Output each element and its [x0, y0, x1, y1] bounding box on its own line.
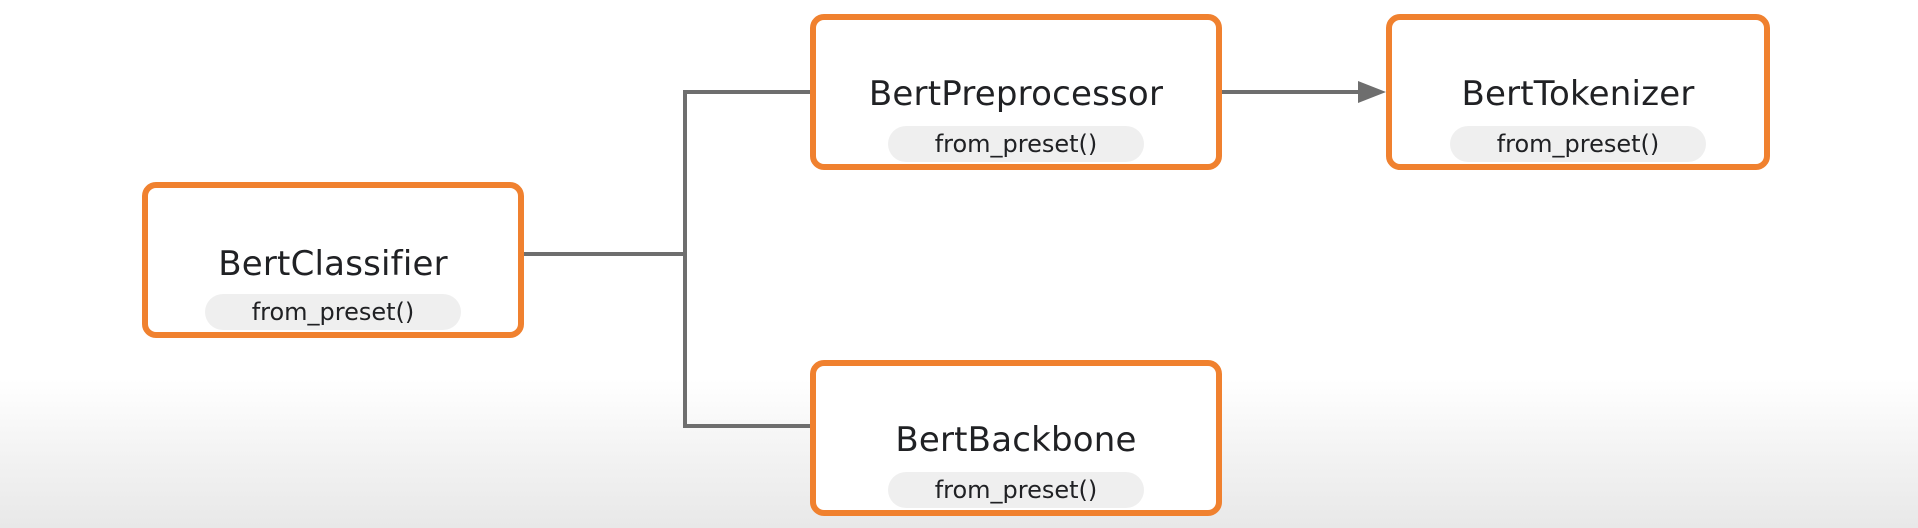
node-title-bert-preprocessor: BertPreprocessor [868, 74, 1164, 114]
arrowhead-icon [1358, 81, 1386, 103]
node-title-bert-tokenizer: BertTokenizer [1461, 74, 1695, 114]
method-pill-bert-preprocessor: from_preset() [888, 126, 1144, 162]
method-pill-bert-tokenizer: from_preset() [1450, 126, 1706, 162]
node-bert-preprocessor[interactable]: BertPreprocessor from_preset() [810, 14, 1222, 170]
node-title-bert-backbone: BertBackbone [895, 420, 1137, 460]
node-bert-backbone[interactable]: BertBackbone from_preset() [810, 360, 1222, 516]
method-pill-bert-classifier: from_preset() [205, 294, 461, 330]
method-pill-bert-backbone: from_preset() [888, 472, 1144, 508]
node-title-bert-classifier: BertClassifier [218, 244, 448, 284]
node-bert-tokenizer[interactable]: BertTokenizer from_preset() [1386, 14, 1770, 170]
node-bert-classifier[interactable]: BertClassifier from_preset() [142, 182, 524, 338]
